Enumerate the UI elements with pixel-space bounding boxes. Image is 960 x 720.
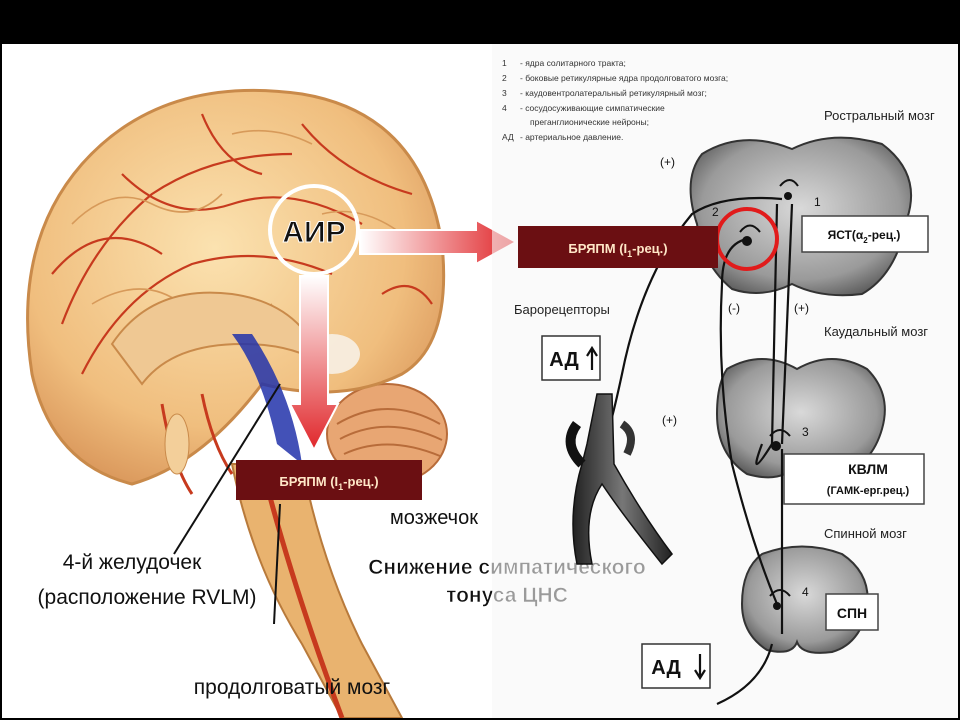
bryapm-upper-box: БРЯПМ (I1-рец.) (518, 226, 718, 268)
svg-text:ЯСТ(α2-рец.): ЯСТ(α2-рец.) (828, 228, 901, 245)
air-circle (268, 184, 360, 276)
legend-text-2: - каудовентролатеральный ретикулярный мо… (520, 88, 707, 98)
legend: 1 - ядра солитарного тракта; 2 - боковые… (502, 58, 728, 142)
legend-num-5: АД (502, 132, 514, 142)
pointer-line-ventricle (173, 383, 281, 555)
medulla-label: продолговатый мозг (194, 676, 391, 699)
pointer-line-medulla (273, 503, 281, 625)
rostral-label: Ростральный мозг (824, 108, 935, 123)
legend-num-0: 1 (502, 58, 507, 68)
down-small-arrow-icon (694, 654, 706, 681)
kvlm-line2: (ГАМК-ерг.рец.) (827, 485, 910, 497)
ad-up-box: АД (541, 335, 601, 381)
bryapm-upper-sub: 1 (627, 249, 632, 259)
legend-text-4: преганглионические нейроны; (530, 117, 649, 127)
ad-up-label: АД (549, 349, 578, 371)
num-3: 3 (802, 425, 809, 439)
svg-text:БРЯПМ (I1-рец.): БРЯПМ (I1-рец.) (279, 474, 378, 492)
yast-box: ЯСТ(α2-рец.) (801, 215, 929, 253)
baroreceptors-label: Барорецепторы (514, 302, 610, 317)
bryapm-lower-main: БРЯПМ (I (279, 474, 338, 489)
fourth-ventricle-line1: 4-й желудочек (63, 551, 202, 574)
bryapm-upper-tail: -рец.) (632, 241, 667, 256)
legend-text-5: - артериальное давление. (520, 132, 623, 142)
spinal-label: Спинной мозг (824, 526, 907, 541)
up-arrow-icon (586, 345, 598, 370)
spn-label: СПН (837, 605, 867, 621)
fourth-ventricle-line2: (расположение RVLM) (38, 586, 257, 609)
kvlm-box: КВЛМ (ГАМК-ерг.рец.) (783, 453, 925, 505)
minus-sign: (-) (728, 301, 740, 315)
brain-illustration (26, 88, 448, 718)
legend-text-0: - ядра солитарного тракта; (520, 58, 626, 68)
bryapm-lower-sub: 1 (338, 482, 343, 492)
legend-text-1: - боковые ретикулярные ядра продолговато… (520, 73, 728, 83)
air-label: АИР (282, 216, 345, 249)
caudal-label: Каудальный мозг (824, 324, 928, 339)
legend-num-3: 4 (502, 103, 507, 113)
down-arrow-icon (288, 275, 340, 453)
bryapm-lower-box: БРЯПМ (I1-рец.) (236, 460, 422, 500)
spn-box: СПН (825, 593, 879, 631)
cerebellum-label: мозжечок (390, 507, 478, 529)
legend-num-1: 2 (502, 73, 507, 83)
svg-text:БРЯПМ (I1-рец.): БРЯПМ (I1-рец.) (568, 241, 667, 259)
plus-top: (+) (660, 155, 675, 169)
diagram-svg: АИР БРЯПМ (I1-рец.) мозжечок 4-й желудоч… (26, 44, 958, 718)
bryapm-lower-tail: -рец.) (343, 474, 378, 489)
plus-low: (+) (662, 413, 677, 427)
yast-sub: 2 (863, 236, 868, 245)
yast-main: ЯСТ(α (828, 228, 864, 242)
slide-canvas: АИР БРЯПМ (I1-рец.) мозжечок 4-й желудоч… (2, 44, 958, 718)
legend-num-2: 3 (502, 88, 507, 98)
num-4: 4 (802, 585, 809, 599)
synapses (742, 192, 792, 610)
aorta-illustration (565, 393, 673, 566)
kvlm-line1: КВЛМ (848, 461, 888, 477)
bryapm-upper-main: БРЯПМ (I (568, 241, 627, 256)
num-2: 2 (712, 205, 719, 219)
ad-down-box: АД (641, 643, 711, 689)
num-1: 1 (814, 195, 821, 209)
plus-mid: (+) (794, 301, 809, 315)
legend-text-3: - сосудосуживающие симпатические (520, 103, 665, 113)
yast-tail: -рец.) (868, 228, 901, 242)
ad-down-label: АД (651, 657, 680, 679)
